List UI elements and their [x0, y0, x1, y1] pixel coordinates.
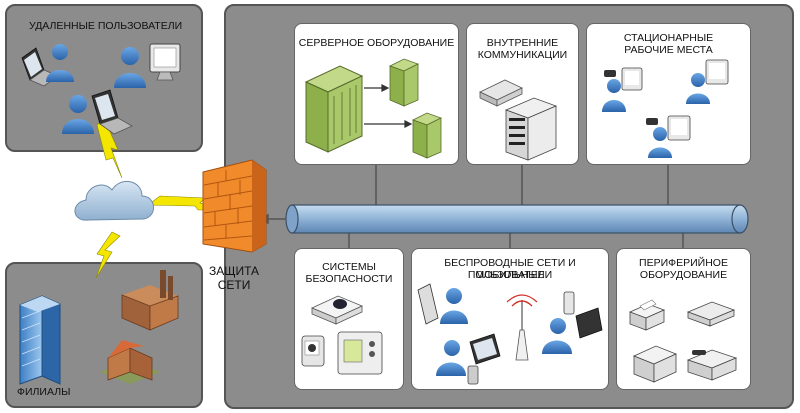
card-workstations: СТАЦИОНАРНЫЕ РАБОЧИЕ МЕСТА	[586, 23, 751, 165]
branches-title: ФИЛИАЛЫ	[17, 386, 71, 398]
server-arrows	[364, 84, 413, 128]
firewall-label-1: ЗАЩИТА	[208, 264, 260, 278]
wireless-user-pda-icon	[417, 283, 468, 325]
workstation-3-icon	[646, 115, 691, 158]
fax-machine-icon	[686, 349, 738, 381]
workstation-1-icon	[602, 67, 643, 112]
peripheral-title-1: ПЕРИФЕРИЙНОЕ	[639, 257, 728, 269]
network-switch-icon	[479, 79, 523, 107]
scanner-icon	[686, 301, 736, 327]
branch-office-tower-icon	[19, 295, 61, 385]
peripheral-title-2: ОБОРУДОВАНИЕ	[639, 269, 728, 281]
printer-icon	[628, 299, 666, 331]
internal-comms-title-1: ВНУТРЕННИЕ	[486, 37, 559, 49]
firewall-label-2: СЕТИ	[217, 278, 251, 292]
wireless-title-2: ПОЛЬЗОВАТЕЛИ	[467, 269, 553, 281]
server-rack-icon	[304, 65, 364, 153]
branch-house-icon	[100, 340, 160, 384]
wireless-title-1: БЕСПРОВОДНЫЕ СЕТИ И МОБИЛЬНЫЕ	[444, 257, 576, 281]
workstations-title-2: РАБОЧИЕ МЕСТА	[624, 44, 713, 56]
bus-connectors	[348, 165, 684, 248]
motion-sensor-icon	[311, 295, 363, 325]
wireless-user-laptop-icon	[436, 333, 501, 385]
remote-users-title: УДАЛЕННЫЕ ПОЛЬЗОВАТЕЛИ	[29, 20, 183, 32]
wireless-user-phone-icon	[542, 291, 603, 354]
copier-icon	[632, 345, 678, 383]
internal-comms-title-2: КОММУНИКАЦИИ	[477, 49, 568, 61]
remote-user-laptop-2-icon	[62, 89, 133, 135]
remote-user-desktop-icon	[114, 43, 181, 88]
phone-exchange-icon	[504, 97, 558, 161]
wireless-access-point-icon	[506, 294, 538, 361]
branch-factory-icon	[121, 270, 179, 331]
remote-user-laptop-1-icon	[21, 44, 74, 87]
firewall-icon	[202, 159, 267, 253]
security-title-2: БЕЗОПАСНОСТИ	[305, 273, 393, 285]
security-title-1: СИСТЕМЫ	[322, 261, 376, 273]
workstation-2-icon	[686, 59, 729, 104]
server-tower-1-icon	[388, 58, 420, 107]
security-camera-icon	[301, 335, 325, 367]
network-bus-pipe	[285, 204, 749, 234]
security-panel-icon	[337, 331, 383, 375]
workstations-title-1: СТАЦИОНАРНЫЕ	[623, 32, 714, 44]
server-tower-2-icon	[411, 112, 443, 159]
servers-title: СЕРВЕРНОЕ ОБОРУДОВАНИЕ	[298, 37, 455, 49]
cloud-icon	[74, 181, 154, 221]
